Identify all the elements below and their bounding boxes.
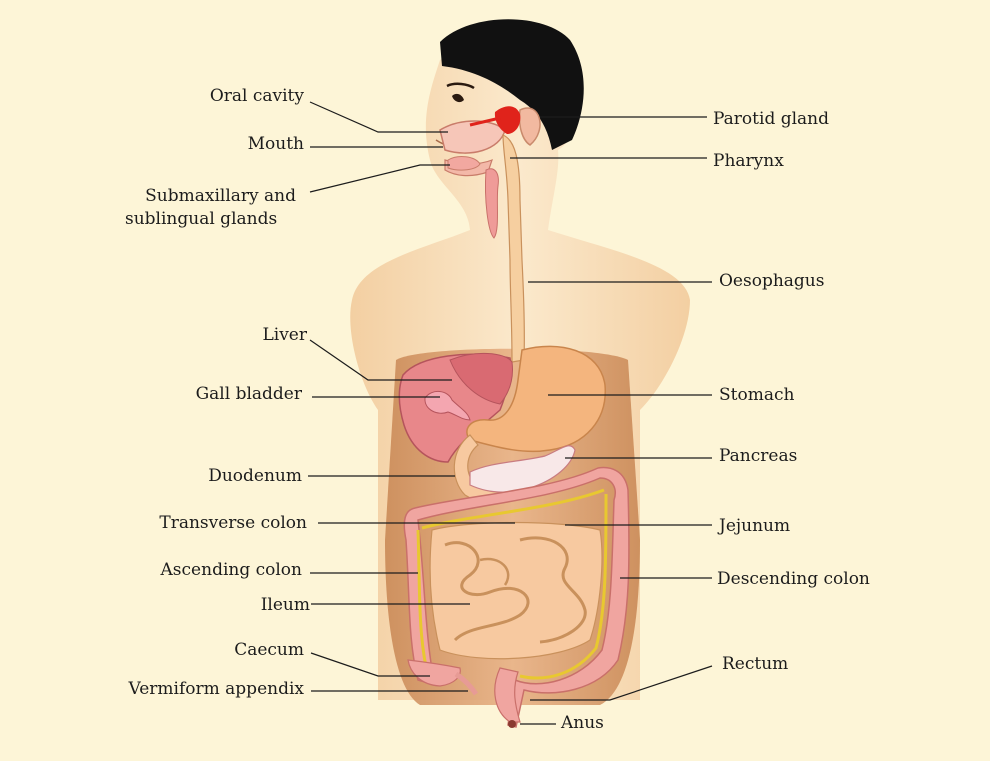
small-intestine: [429, 521, 603, 660]
oesophagus: [502, 134, 525, 363]
leader-lines-left: [308, 101, 515, 692]
label-pharynx: Pharynx: [713, 151, 784, 171]
label-liver: Liver: [262, 325, 307, 345]
label-vermiform-appendix: Vermiform appendix: [128, 679, 304, 699]
label-descending-colon: Descending colon: [717, 569, 870, 589]
label-parotid-gland: Parotid gland: [713, 109, 830, 129]
gall-bladder: [424, 391, 471, 421]
label-caecum: Caecum: [234, 640, 304, 660]
label-gall-bladder: Gall bladder: [195, 384, 302, 404]
stomach: [466, 345, 606, 453]
salivary-glands: [447, 156, 499, 239]
label-mouth: Mouth: [247, 134, 304, 154]
label-duodenum: Duodenum: [208, 466, 302, 486]
caecum: [407, 659, 479, 696]
label-oral-cavity: Oral cavity: [209, 86, 304, 106]
label-ascending-colon: Ascending colon: [160, 560, 302, 580]
leader-lines-right: [510, 116, 713, 725]
label-oesophagus: Oesophagus: [719, 271, 825, 291]
parotid-gland: [469, 106, 521, 134]
rectum: [494, 667, 521, 728]
label-anus: Anus: [561, 713, 604, 733]
label-sublingual-line2: sublingual glands: [125, 209, 278, 229]
large-intestine: [403, 466, 630, 728]
label-transverse-colon: Transverse colon: [159, 513, 307, 533]
label-stomach: Stomach: [719, 385, 795, 405]
label-pancreas: Pancreas: [719, 446, 798, 466]
label-rectum: Rectum: [722, 654, 789, 674]
label-jejunum: Jejunum: [719, 516, 791, 536]
label-submaxillary-line1: Submaxillary and: [145, 186, 296, 206]
label-ileum: Ileum: [260, 595, 310, 615]
